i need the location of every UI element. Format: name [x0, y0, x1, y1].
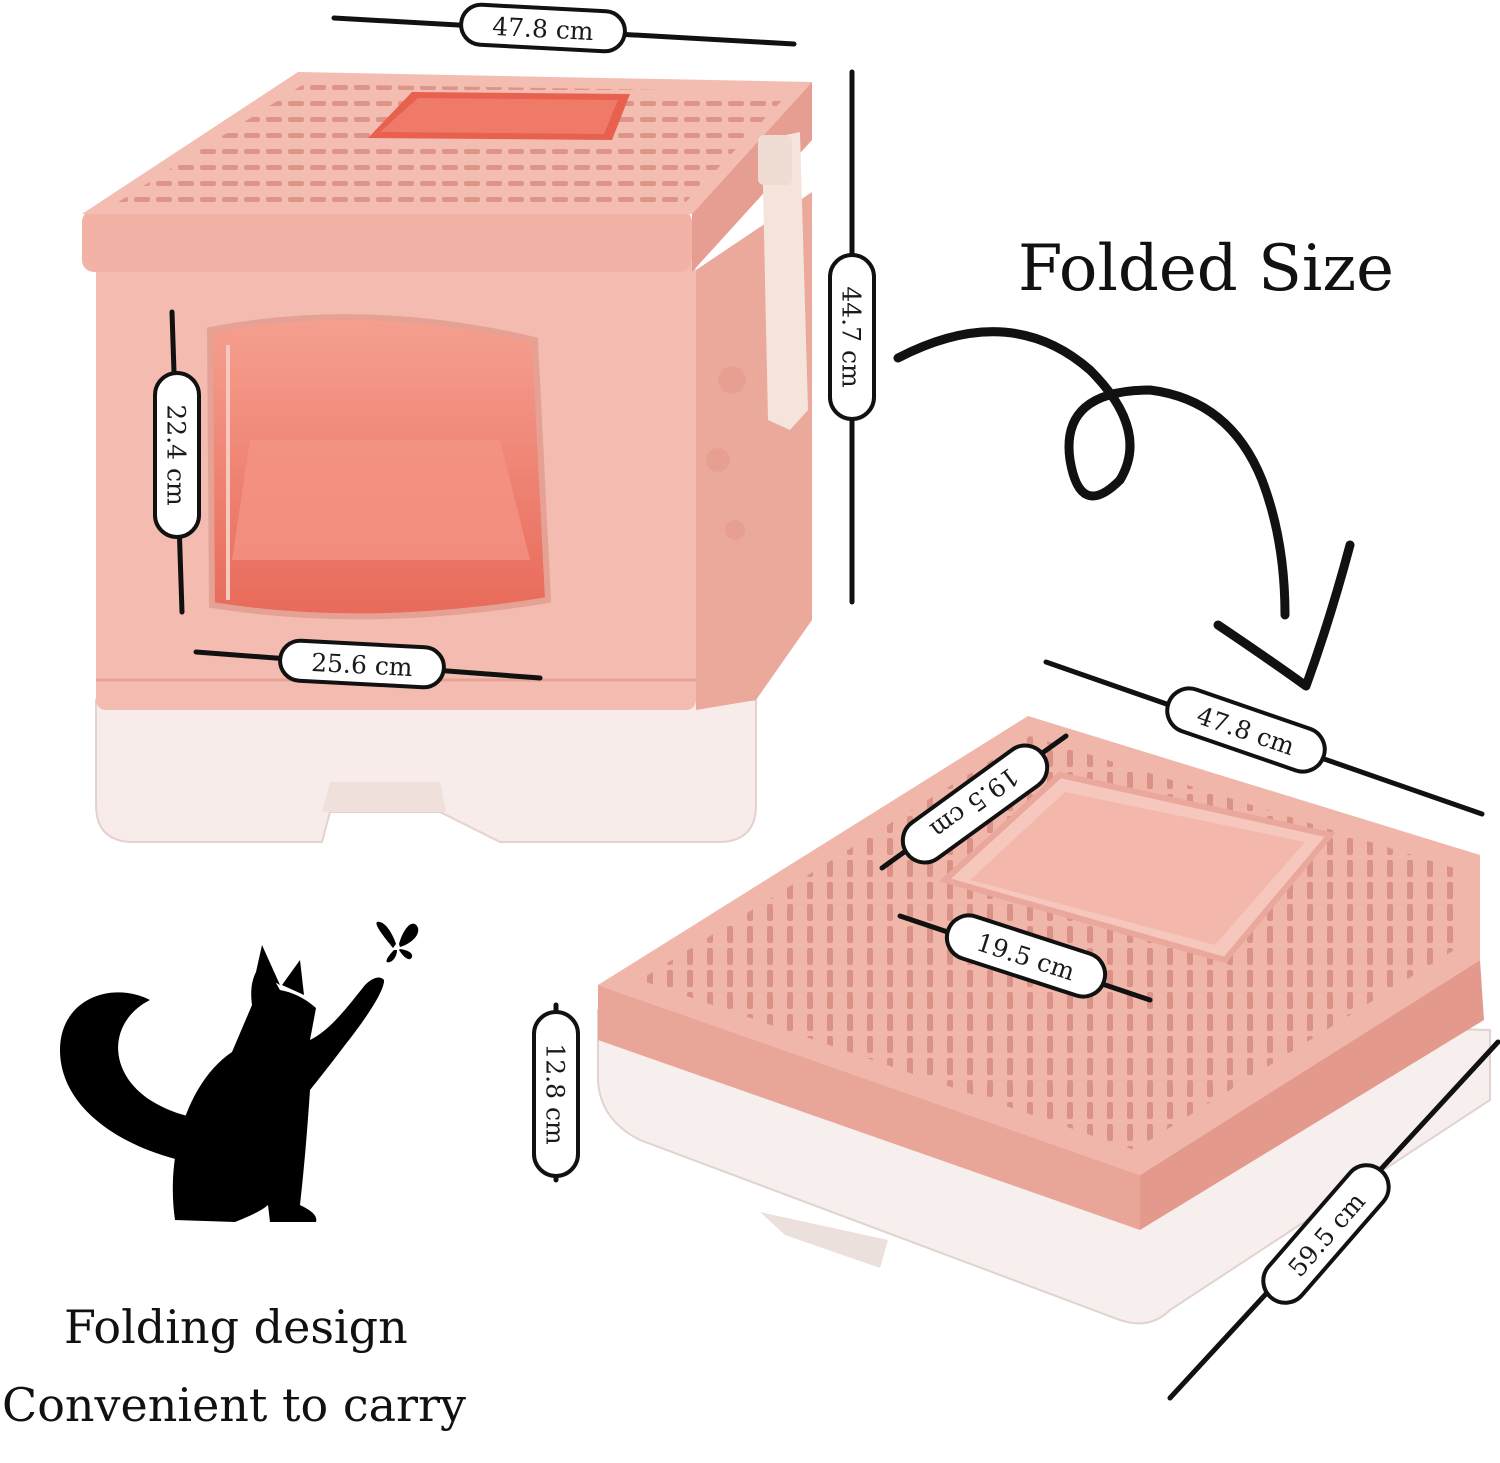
dim-assembled-height-label: 44.7 cm	[837, 286, 866, 388]
folding-design-caption: Folding design	[64, 1300, 408, 1354]
dim-folded-height: 12.8 cm	[532, 1010, 580, 1178]
dim-assembled-height: 44.7 cm	[828, 253, 876, 421]
dim-door-height: 22.4 cm	[153, 371, 201, 539]
curly-arrow-icon	[893, 327, 1355, 691]
cat-silhouette-icon	[60, 945, 385, 1222]
convenient-caption: Convenient to carry	[2, 1378, 466, 1432]
dim-assembled-width: 47.8 cm	[459, 2, 627, 54]
dim-door-height-label: 22.4 cm	[162, 404, 191, 506]
butterfly-icon	[376, 921, 419, 963]
dim-door-width-label: 25.6 cm	[311, 648, 414, 682]
dim-assembled-width-label: 47.8 cm	[492, 12, 595, 46]
dim-folded-height-label: 12.8 cm	[541, 1043, 570, 1145]
assembled-litter-box	[82, 72, 812, 843]
dim-folded-width: 47.8 cm	[1165, 686, 1327, 774]
dim-door-width: 25.6 cm	[278, 638, 446, 690]
folded-size-heading: Folded Size	[1018, 232, 1394, 306]
